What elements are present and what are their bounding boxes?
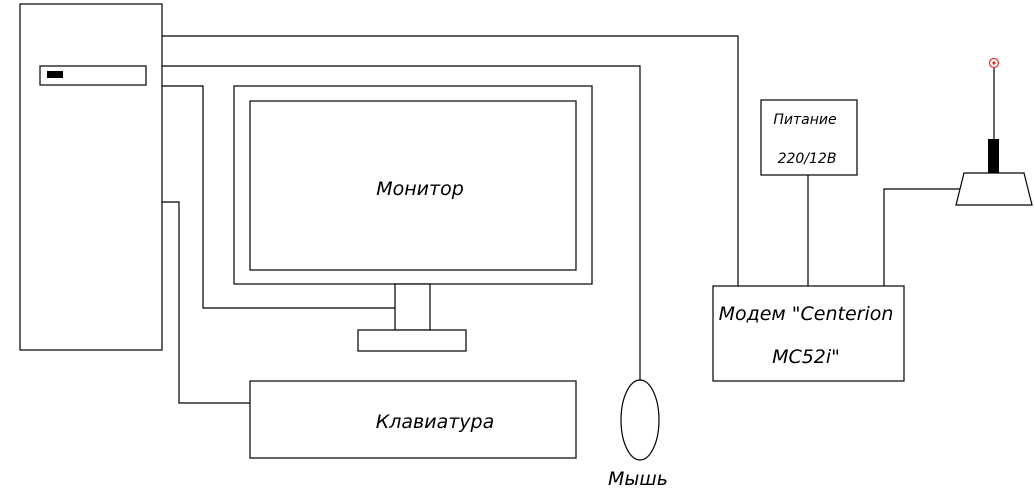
monitor: Монитор — [233, 85, 593, 352]
cable-to-mouse — [162, 65, 641, 380]
drive-bay — [39, 65, 147, 86]
cable-to-keyboard — [162, 201, 250, 404]
monitor-label: Монитор — [376, 178, 464, 200]
antenna-tip-icon — [988, 57, 1000, 69]
modem: Модем "Centerion MC52i" — [712, 285, 905, 382]
modem-label-line2: MC52i" — [772, 346, 840, 368]
keyboard: Клавиатура — [249, 380, 577, 459]
power-supply: Питание 220/12В — [760, 99, 858, 176]
monitor-neck — [394, 283, 431, 331]
antenna-base — [955, 172, 1033, 206]
monitor-base — [357, 329, 467, 352]
cable-to-modem — [162, 35, 739, 286]
power-label-line1: Питание — [773, 112, 836, 128]
drive-led — [47, 71, 63, 78]
mouse: Мышь — [608, 379, 668, 490]
cable-to-monitor — [162, 85, 395, 309]
power-label-line2: 220/12В — [778, 151, 837, 167]
system-unit — [19, 3, 163, 351]
antenna-body — [988, 139, 999, 173]
antenna-cable — [883, 188, 961, 286]
keyboard-label: Клавиатура — [376, 411, 494, 433]
antenna — [955, 57, 1033, 206]
modem-label-line1: Модем "Centerion — [719, 303, 894, 325]
mouse-label: Мышь — [608, 468, 668, 490]
